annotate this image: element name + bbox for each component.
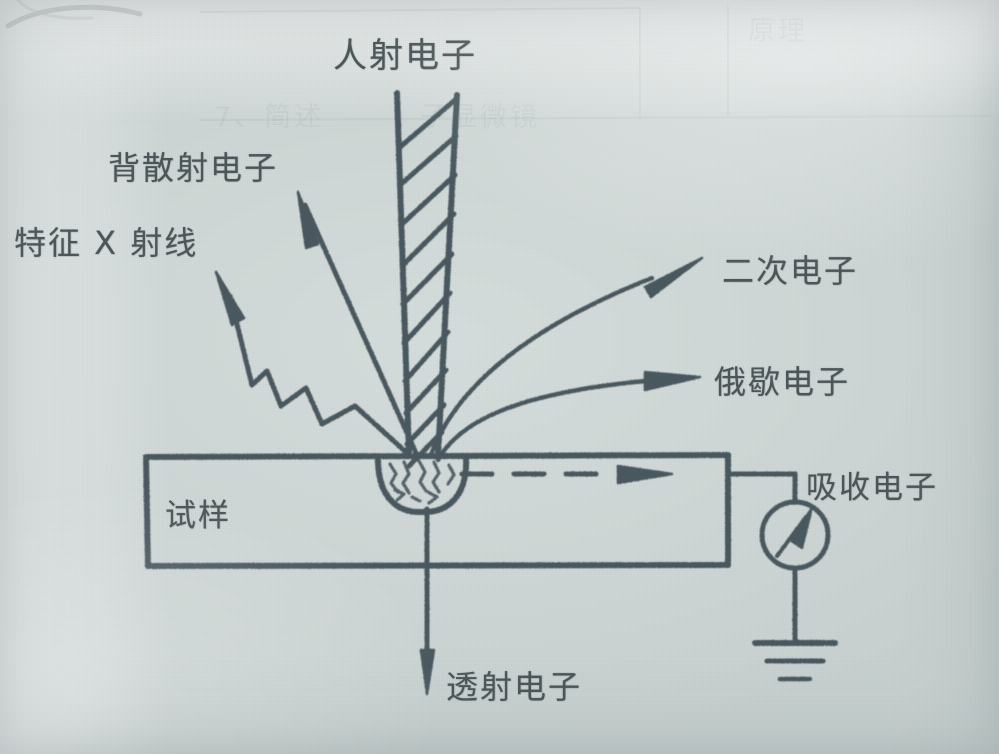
label-absorbed-electrons: 吸收电子 xyxy=(806,470,938,506)
galvanometer-needle xyxy=(775,506,814,558)
auger-electron-arrow xyxy=(435,370,702,463)
label-characteristic-xrays: 特征 X 射线 xyxy=(14,224,199,262)
label-transmitted-electrons: 透射电子 xyxy=(446,668,583,706)
absorbed-current-circuit xyxy=(725,471,838,682)
label-auger-electrons: 俄歇电子 xyxy=(714,363,851,401)
svg-text:7、简述: 7、简述 xyxy=(214,102,324,133)
label-secondary-electrons: 二次电子 xyxy=(722,252,859,290)
transmitted-electron-arrow xyxy=(419,506,436,696)
svg-text:原理: 原理 xyxy=(748,16,808,47)
paper-left-highlight xyxy=(0,0,170,754)
label-incident-electrons: 人射电子 xyxy=(333,36,477,76)
ground-symbol xyxy=(752,640,838,682)
label-backscattered-electrons: 背散射电子 xyxy=(108,149,279,187)
interaction-volume-scribble xyxy=(388,459,456,505)
svg-text:子显微镜: 子显微镜 xyxy=(420,102,540,133)
characteristic-xray-zigzag-arrow xyxy=(214,270,409,455)
incident-beam-column xyxy=(394,90,460,469)
interaction-volume xyxy=(374,453,470,516)
absorbed-electron-dashed-arrow xyxy=(459,464,674,485)
backscattered-electron-arrow xyxy=(296,190,419,456)
label-specimen: 试样 xyxy=(165,498,231,534)
secondary-electron-arrow xyxy=(429,256,704,455)
